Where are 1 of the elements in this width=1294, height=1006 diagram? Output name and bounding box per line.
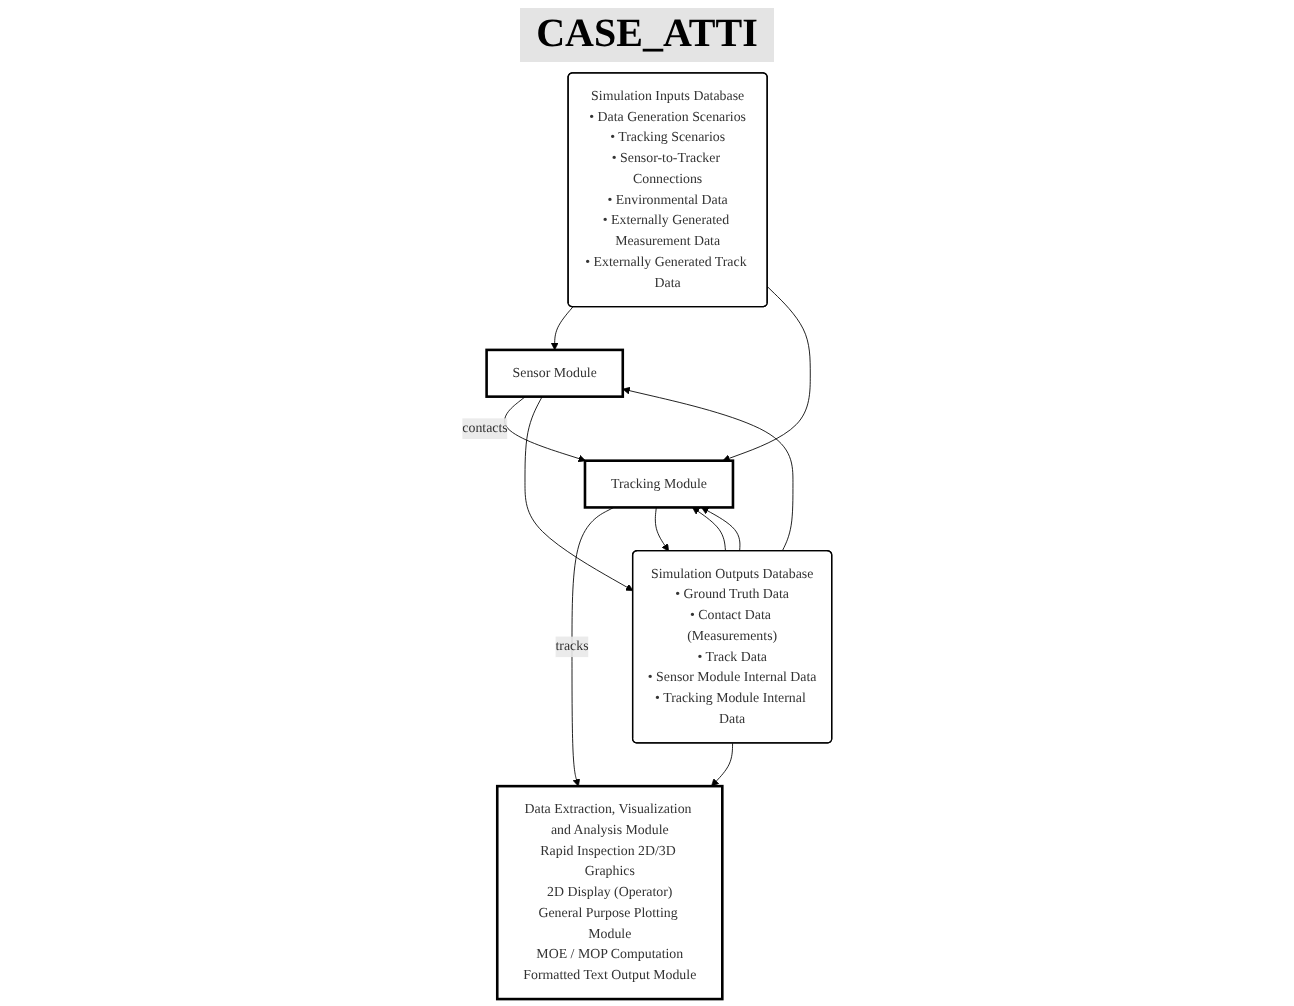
diagram-title: CASE_ATTI (520, 8, 774, 62)
